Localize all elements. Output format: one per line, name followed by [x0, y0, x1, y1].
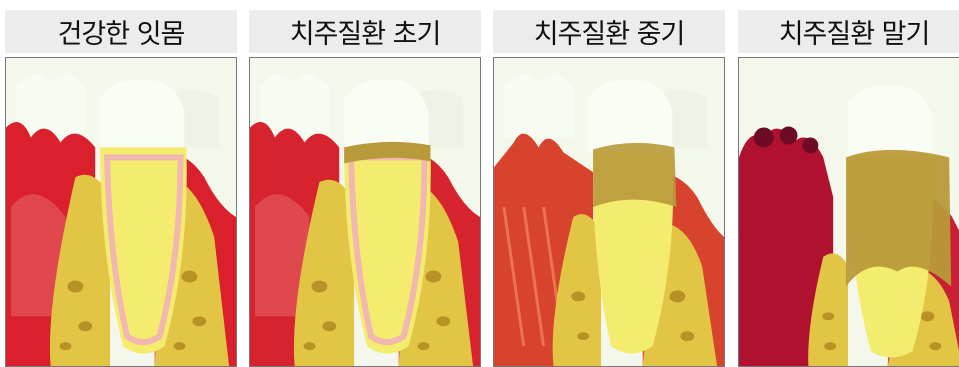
- stage-panel-healthy: 건강한 잇몸: [5, 0, 237, 367]
- tooth-illustration-healthy: [5, 57, 237, 367]
- tooth-illustration-early: [249, 57, 481, 367]
- tooth-illustration-late: [738, 57, 959, 367]
- tartar-deposit: [593, 143, 676, 207]
- stage-label: 치주질환 중기: [493, 10, 725, 53]
- stage-panel-middle: 치주질환 중기: [493, 0, 725, 367]
- stage-label: 치주질환 말기: [738, 10, 959, 53]
- stage-label: 치주질환 초기: [249, 10, 481, 53]
- tooth-illustration-middle: [493, 57, 725, 367]
- stage-panel-late: 치주질환 말기: [738, 0, 959, 367]
- stage-label: 건강한 잇몸: [5, 10, 237, 53]
- stage-panel-early: 치주질환 초기: [249, 0, 481, 367]
- tartar-deposit: [846, 150, 951, 287]
